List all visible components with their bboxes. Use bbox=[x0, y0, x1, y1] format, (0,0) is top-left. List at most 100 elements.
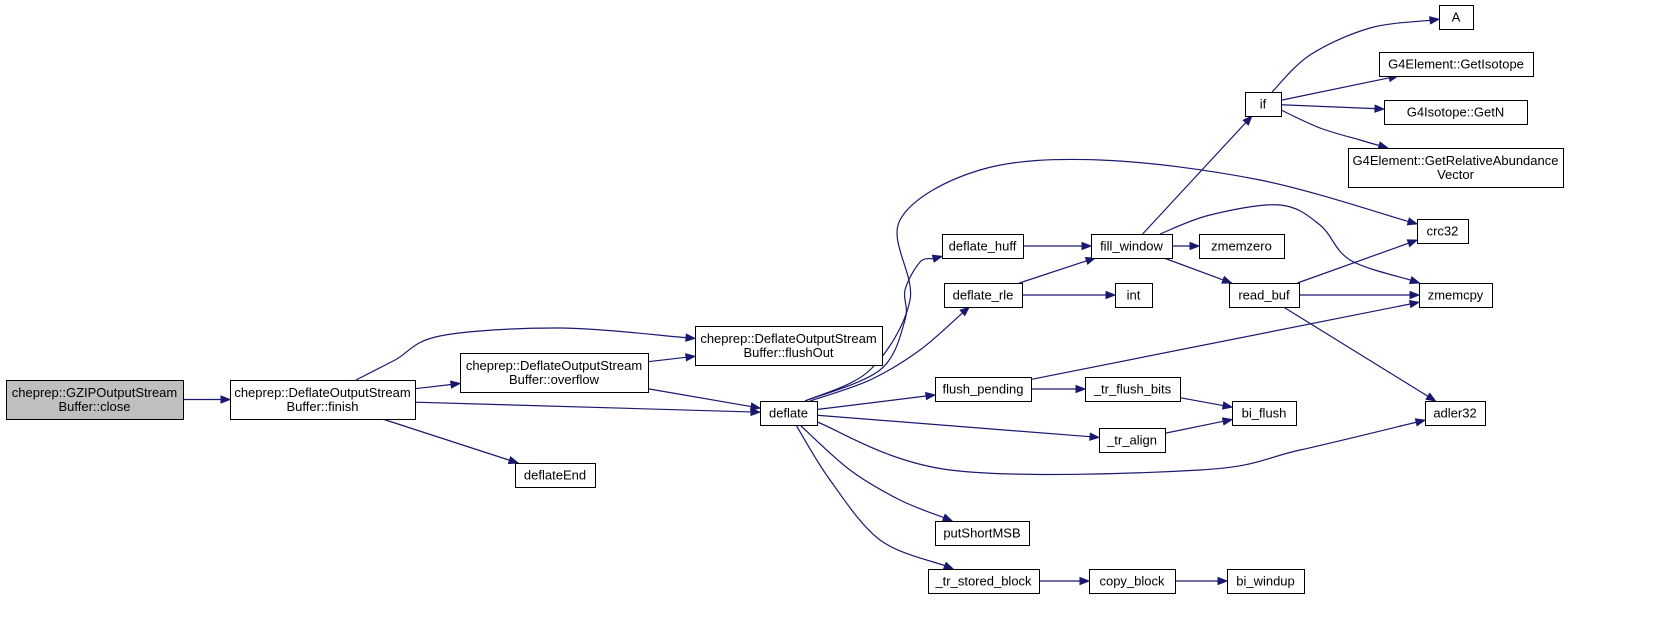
node-label: bi_windup bbox=[1236, 574, 1295, 589]
arrowhead bbox=[1221, 417, 1234, 426]
node-label: adler32 bbox=[1433, 406, 1476, 421]
node-box bbox=[1227, 569, 1305, 594]
edge-line bbox=[1280, 109, 1380, 147]
arrowhead bbox=[750, 407, 762, 417]
node-tr-flush-bits[interactable]: _tr_flush_bits bbox=[1085, 377, 1181, 402]
edge-if-to-GetN bbox=[1280, 104, 1386, 113]
node-label: Buffer::flushOut bbox=[743, 345, 833, 360]
node-label: flush_pending bbox=[943, 382, 1024, 397]
node-fill-window[interactable]: fill_window bbox=[1091, 234, 1173, 259]
edge-deflate-to-adler32 bbox=[814, 418, 1427, 476]
nodes-layer: cheprep::GZIPOutputStreamBuffer::closech… bbox=[6, 5, 1564, 594]
edge-line bbox=[1280, 77, 1390, 101]
node-copy-block[interactable]: copy_block bbox=[1089, 569, 1176, 594]
edge-flush_pending-to-tr_flush_bits bbox=[1031, 384, 1087, 394]
node-crc32[interactable]: crc32 bbox=[1417, 219, 1469, 244]
edge-deflate-to-deflate_huff bbox=[804, 254, 944, 402]
node-label: deflate_huff bbox=[949, 239, 1017, 254]
node-zmemzero[interactable]: zmemzero bbox=[1199, 234, 1285, 259]
node-label: putShortMSB bbox=[943, 526, 1020, 541]
arrowhead bbox=[1084, 256, 1097, 265]
edge-tr_align-to-bi_flush bbox=[1164, 417, 1234, 434]
edge-deflate-to-crc32 bbox=[804, 158, 1419, 402]
node-label: deflateEnd bbox=[524, 468, 586, 483]
arrowhead bbox=[1189, 241, 1201, 251]
node-box bbox=[1091, 234, 1173, 259]
arrowhead bbox=[1408, 299, 1421, 309]
edge-line bbox=[816, 414, 1091, 438]
node-box bbox=[1085, 377, 1181, 402]
edge-deflate_rle-to-fill_window bbox=[1019, 256, 1097, 284]
edge-line bbox=[647, 356, 687, 363]
arrowhead bbox=[1409, 290, 1421, 300]
edge-deflate-to-tr_align bbox=[816, 414, 1101, 441]
node-overflow[interactable]: cheprep::DeflateOutputStreamBuffer::over… bbox=[460, 353, 649, 393]
edge-line bbox=[1283, 306, 1429, 397]
edge-fill_window-to-read_buf bbox=[1163, 257, 1233, 284]
node-GetIsotope[interactable]: G4Element::GetIsotope bbox=[1379, 52, 1534, 77]
edge-line bbox=[1280, 104, 1376, 110]
node-putShortMSB[interactable]: putShortMSB bbox=[935, 521, 1030, 546]
node-flush-pending[interactable]: flush_pending bbox=[935, 377, 1032, 402]
node-label: _tr_flush_bits bbox=[1093, 382, 1172, 397]
node-label: zmemcpy bbox=[1428, 288, 1484, 303]
edge-deflate-to-tr_stored_block bbox=[795, 424, 955, 570]
node-bi-flush[interactable]: bi_flush bbox=[1232, 401, 1297, 426]
node-label: read_buf bbox=[1238, 288, 1290, 303]
edge-tr_flush_bits-to-bi_flush bbox=[1179, 397, 1234, 410]
node-int[interactable]: int bbox=[1115, 283, 1153, 308]
node-if[interactable]: if bbox=[1245, 92, 1282, 117]
arrowhead bbox=[1075, 384, 1087, 394]
node-tr-stored-block[interactable]: _tr_stored_block bbox=[928, 569, 1040, 594]
edge-read_buf-to-adler32 bbox=[1283, 306, 1437, 402]
edge-copy_block-to-bi_windup bbox=[1175, 576, 1229, 586]
node-box bbox=[928, 569, 1040, 594]
node-finish[interactable]: cheprep::DeflateOutputStreamBuffer::fini… bbox=[230, 380, 416, 420]
node-tr-align[interactable]: _tr_align bbox=[1099, 428, 1166, 453]
arrowhead bbox=[1429, 16, 1441, 25]
node-GetN[interactable]: G4Isotope::GetN bbox=[1384, 100, 1528, 125]
node-label: bi_flush bbox=[1242, 406, 1287, 421]
arrowhead bbox=[1079, 576, 1091, 586]
arrowhead bbox=[1242, 114, 1253, 126]
node-label: cheprep::DeflateOutputStream bbox=[466, 358, 642, 373]
node-box bbox=[1115, 283, 1153, 308]
node-label: cheprep::GZIPOutputStream bbox=[12, 385, 177, 400]
node-box bbox=[760, 401, 818, 426]
edge-deflate-to-putShortMSB bbox=[799, 424, 954, 522]
edge-read_buf-to-crc32 bbox=[1297, 239, 1419, 284]
edge-line bbox=[799, 424, 945, 519]
edge-finish-to-deflate bbox=[414, 401, 762, 417]
node-box bbox=[6, 380, 184, 420]
node-box bbox=[230, 380, 416, 420]
node-flushOut[interactable]: cheprep::DeflateOutputStreamBuffer::flus… bbox=[695, 326, 883, 366]
node-box bbox=[1417, 219, 1469, 244]
edge-line bbox=[1142, 122, 1247, 235]
edge-deflate-to-deflate_rle bbox=[809, 306, 971, 402]
edge-if-to-A bbox=[1271, 16, 1441, 93]
node-bi-windup[interactable]: bi_windup bbox=[1227, 569, 1305, 594]
node-label: Buffer::overflow bbox=[509, 372, 600, 387]
node-adler32[interactable]: adler32 bbox=[1425, 401, 1486, 426]
node-box bbox=[1379, 52, 1534, 77]
node-deflateEnd[interactable]: deflateEnd bbox=[515, 463, 596, 488]
node-read-buf[interactable]: read_buf bbox=[1229, 283, 1300, 308]
edge-line bbox=[647, 388, 752, 408]
node-deflate[interactable]: deflate bbox=[760, 401, 818, 426]
node-box bbox=[1199, 234, 1285, 259]
node-zmemcpy[interactable]: zmemcpy bbox=[1419, 283, 1493, 308]
arrowhead bbox=[1217, 576, 1229, 586]
edge-line bbox=[804, 257, 934, 402]
node-A[interactable]: A bbox=[1439, 5, 1474, 30]
node-label: int bbox=[1127, 288, 1141, 303]
node-box bbox=[1439, 5, 1474, 30]
node-deflate-rle[interactable]: deflate_rle bbox=[944, 283, 1023, 308]
node-deflate-huff[interactable]: deflate_huff bbox=[942, 234, 1024, 259]
node-box bbox=[935, 521, 1030, 546]
edge-read_buf-to-zmemcpy bbox=[1299, 290, 1421, 300]
edge-finish-to-deflateEnd bbox=[382, 418, 520, 465]
edge-fill_window-to-zmemzero bbox=[1172, 241, 1201, 251]
edge-line bbox=[382, 418, 510, 461]
